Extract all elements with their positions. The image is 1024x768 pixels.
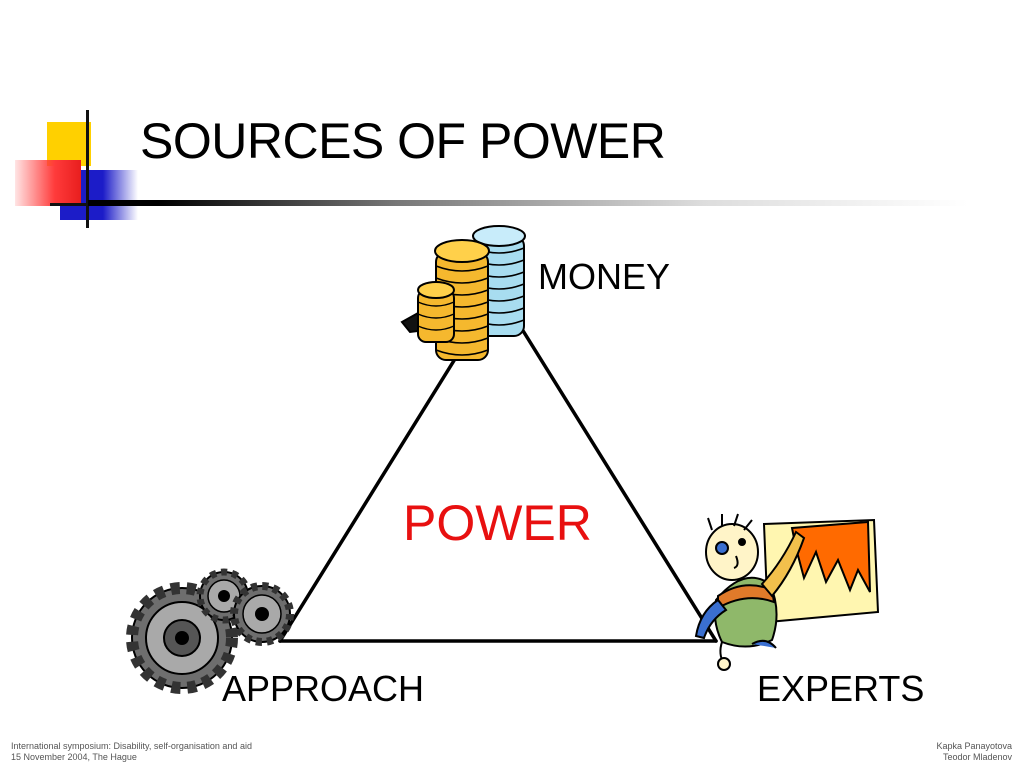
logo-yellow-square: [47, 122, 91, 166]
footer-left: International symposium: Disability, sel…: [11, 741, 252, 763]
corner-logo-icon: [0, 0, 140, 240]
logo-red-square: [15, 160, 81, 206]
triangle-edge-left: [278, 336, 470, 643]
coin-stacks-icon: [400, 225, 526, 361]
person-with-chart-icon: [694, 513, 880, 671]
footer-author-1: Kapka Panayotova: [936, 741, 1012, 751]
footer-date-line: 15 November 2004, The Hague: [11, 752, 137, 762]
logo-vertical-line: [86, 110, 89, 228]
triangle-edge-right: [505, 303, 718, 643]
gears-icon: [126, 568, 294, 694]
footer-author-2: Teodor Mladenov: [942, 752, 1012, 762]
slide-title: SOURCES OF POWER: [140, 113, 666, 169]
footer-event-line: International symposium: Disability, sel…: [11, 741, 252, 751]
footer-right: Kapka Panayotova Teodor Mladenov: [936, 741, 1012, 763]
center-label-power: POWER: [403, 495, 592, 551]
node-label-money: MONEY: [538, 256, 671, 297]
title-underline: [88, 200, 968, 206]
node-label-experts: EXPERTS: [757, 668, 925, 709]
node-label-approach: APPROACH: [222, 668, 425, 709]
triangle: [278, 303, 718, 643]
